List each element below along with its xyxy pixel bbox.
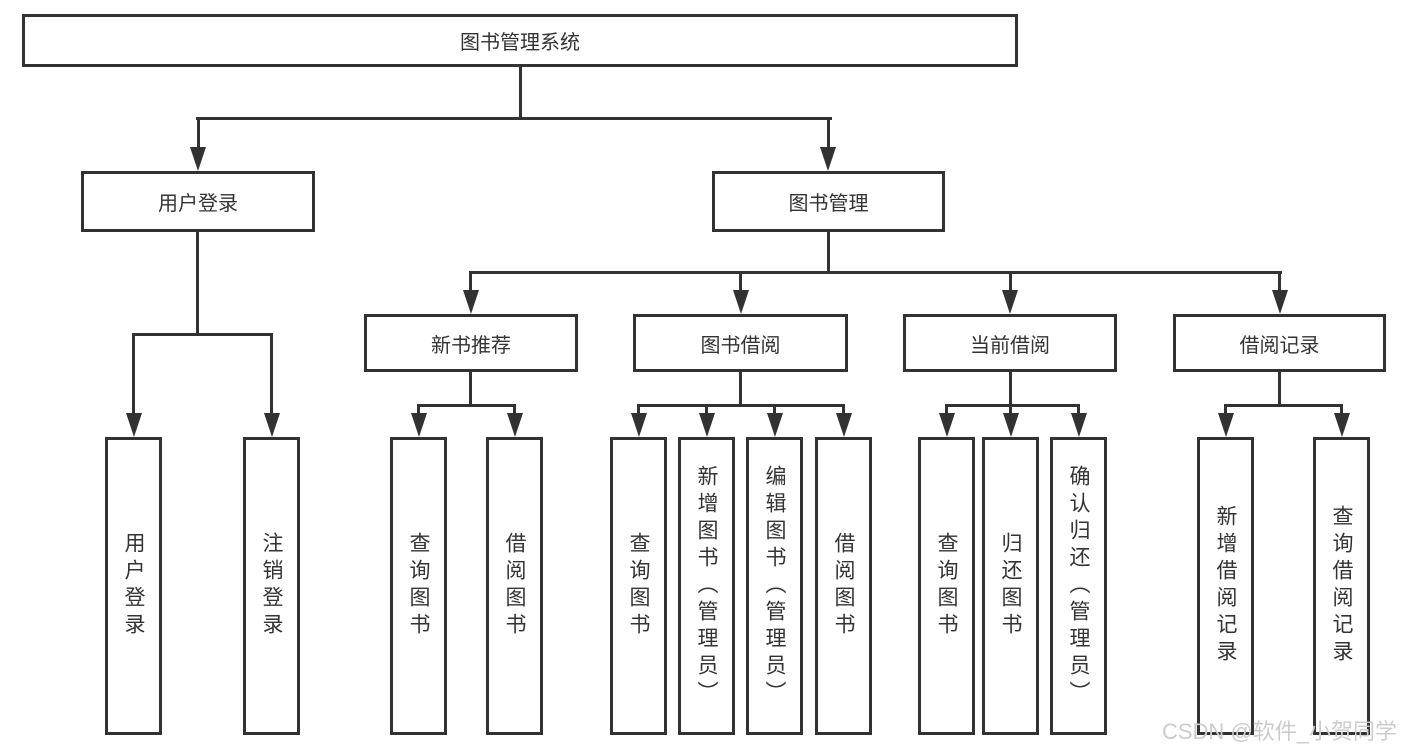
connector-line (132, 333, 273, 336)
node-label: 确认归还（管理员） (1067, 464, 1091, 708)
node-label: 查询图书 (935, 532, 959, 640)
connector-line (827, 117, 830, 148)
leaf-query-borrow-record: 查询借阅记录 (1313, 437, 1370, 735)
node-label: 编辑图书（管理员） (763, 464, 787, 708)
connector-line (945, 404, 1080, 407)
leaf-confirm-return-admin: 确认归还（管理员） (1050, 437, 1107, 735)
connector-line (945, 404, 948, 416)
connector-line (469, 372, 472, 407)
arrowhead-down-icon (126, 413, 142, 437)
leaf-add-books-admin: 新增图书（管理员） (678, 437, 735, 735)
leaf-borrow-books: 借阅图书 (815, 437, 872, 735)
node-label: 新书推荐 (431, 334, 511, 357)
connector-line (270, 333, 273, 413)
leaf-edit-books-admin: 编辑图书（管理员） (746, 437, 803, 735)
node-label: 用户登录 (122, 532, 146, 640)
connector-line (705, 404, 708, 416)
node-label: 查询图书 (627, 532, 651, 640)
connector-line (1278, 271, 1281, 293)
node-book-borrowing: 图书借阅 (633, 314, 848, 372)
connector-line (1077, 404, 1080, 416)
arrowhead-down-icon (463, 290, 479, 314)
node-borrowing-records: 借阅记录 (1173, 314, 1386, 372)
arrowhead-down-icon (699, 413, 715, 437)
connector-line (197, 117, 200, 148)
node-current-borrowing: 当前借阅 (903, 314, 1117, 372)
arrowhead-down-icon (939, 413, 955, 437)
connector-line (637, 404, 640, 416)
connector-line (196, 232, 199, 336)
arrowhead-down-icon (767, 413, 783, 437)
leaf-user-login: 用户登录 (105, 437, 162, 735)
connector-line (773, 404, 776, 416)
arrowhead-down-icon (733, 290, 749, 314)
connector-line (417, 404, 516, 407)
node-label: 借阅图书 (832, 532, 856, 640)
arrowhead-down-icon (820, 147, 836, 171)
arrowhead-down-icon (190, 147, 206, 171)
arrowhead-down-icon (1002, 290, 1018, 314)
arrowhead-down-icon (631, 413, 647, 437)
arrowhead-down-icon (264, 413, 280, 437)
leaf-add-borrow-record: 新增借阅记录 (1197, 437, 1254, 735)
node-label: 查询借阅记录 (1330, 505, 1354, 667)
connector-line (1009, 372, 1012, 407)
node-root-library-management-system: 图书管理系统 (22, 14, 1018, 67)
node-label: 查询图书 (407, 532, 431, 640)
arrowhead-down-icon (1272, 290, 1288, 314)
node-label: 图书管理系统 (460, 32, 580, 54)
connector-line (513, 404, 516, 416)
connector-line (1340, 404, 1343, 416)
connector-line (1278, 372, 1281, 407)
node-label: 新增借阅记录 (1214, 505, 1238, 667)
node-book-management: 图书管理 (712, 171, 945, 232)
leaf-query-books-current: 查询图书 (918, 437, 975, 735)
leaf-borrow-books-recommend: 借阅图书 (486, 437, 543, 735)
node-user-login: 用户登录 (81, 171, 315, 232)
node-label: 图书借阅 (700, 334, 781, 357)
arrowhead-down-icon (1334, 413, 1350, 437)
node-label: 图书管理 (788, 193, 869, 215)
arrowhead-down-icon (507, 413, 523, 437)
leaf-logout: 注销登录 (243, 437, 300, 735)
connector-line (739, 271, 742, 293)
node-label: 用户登录 (158, 193, 238, 215)
node-label: 新增图书（管理员） (695, 464, 719, 708)
connector-line (469, 271, 472, 293)
csdn-watermark: CSDN @软件_小贺同学 (1161, 719, 1397, 744)
arrowhead-down-icon (1218, 413, 1234, 437)
connector-line (196, 117, 832, 120)
leaf-return-books: 归还图书 (982, 437, 1039, 735)
connector-line (417, 404, 420, 416)
arrowhead-down-icon (1071, 413, 1087, 437)
arrowhead-down-icon (411, 413, 427, 437)
connector-line (827, 232, 830, 274)
arrowhead-down-icon (836, 413, 852, 437)
connector-line (842, 404, 845, 416)
node-new-book-recommendation: 新书推荐 (364, 314, 578, 372)
connector-line (739, 372, 742, 407)
connector-line (1224, 404, 1343, 407)
node-label: 注销登录 (260, 532, 284, 640)
connector-line (469, 271, 1282, 274)
leaf-query-books-borrowing: 查询图书 (610, 437, 667, 735)
connector-line (1009, 271, 1012, 293)
connector-line (1224, 404, 1227, 416)
connector-line (637, 404, 845, 407)
node-label: 借阅记录 (1239, 334, 1320, 357)
connector-line (132, 333, 135, 413)
connector-line (1009, 404, 1012, 416)
node-label: 借阅图书 (503, 532, 527, 640)
node-label: 当前借阅 (970, 334, 1050, 357)
arrowhead-down-icon (1003, 413, 1019, 437)
connector-line (519, 67, 522, 120)
node-label: 归还图书 (999, 532, 1023, 640)
leaf-query-books-recommend: 查询图书 (390, 437, 447, 735)
